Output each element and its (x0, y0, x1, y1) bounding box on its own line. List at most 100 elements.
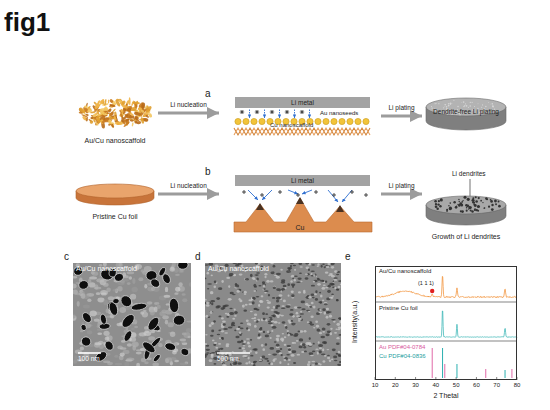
edge-label: Li plating (367, 182, 437, 189)
sem-texture (205, 315, 208, 318)
li-speckle (463, 101, 465, 103)
sem-texture (141, 340, 157, 355)
sem-texture (320, 336, 325, 339)
sem-texture (304, 350, 307, 352)
nucleation-sketch (251, 118, 257, 124)
sem-texture (273, 358, 277, 359)
sem-texture (314, 273, 317, 276)
sem-texture (245, 278, 249, 280)
sem-texture (136, 352, 142, 355)
node-text: Cu PDF#04-0836 (379, 353, 439, 360)
nanoscaffold-texture (97, 112, 103, 116)
sem-texture (73, 314, 76, 319)
sem-texture (322, 308, 326, 311)
sem-texture (319, 309, 321, 311)
sem-texture (205, 299, 207, 301)
tick-label: 60 (466, 382, 486, 389)
sem-texture (81, 293, 86, 299)
sem-texture (138, 277, 143, 281)
dendrite-disc: Growth of Li dendrites (425, 188, 507, 226)
sem-texture (265, 335, 269, 338)
sem-texture (306, 273, 310, 276)
dendrite-dot (448, 205, 450, 207)
sem-texture (236, 328, 240, 330)
sem-texture (268, 354, 271, 356)
sem-texture (142, 312, 148, 318)
sem-texture (338, 318, 341, 320)
sem-texture (242, 291, 244, 292)
dendrite-dot (466, 207, 468, 209)
sem-texture (218, 287, 222, 290)
sem-texture (115, 363, 122, 366)
sem-texture (315, 362, 318, 364)
li-speckle (453, 100, 454, 101)
sem-texture (316, 325, 319, 328)
sem-texture (127, 343, 132, 346)
sem-texture (124, 278, 129, 281)
sem-texture (310, 355, 314, 356)
sem-texture (246, 320, 249, 323)
sem-texture (234, 274, 236, 276)
sem-texture (112, 289, 117, 292)
nucleation-sketch (279, 110, 280, 119)
sem-texture (284, 357, 288, 360)
sem-texture (239, 332, 242, 334)
sem-texture (313, 343, 315, 345)
sem-texture (288, 295, 290, 297)
sem-texture (96, 292, 100, 295)
node-text: Cu nanoscaffold (270, 122, 330, 129)
li-speckle (492, 106, 494, 108)
nucleation-sketch (234, 128, 370, 135)
sem-texture (290, 309, 294, 311)
sem-texture (99, 314, 107, 325)
nanoscaffold-texture (134, 119, 138, 123)
sem-texture (266, 280, 269, 283)
sem-texture (338, 354, 340, 357)
nucleation-sketch (298, 193, 299, 197)
sem-texture (276, 338, 279, 341)
dendrite-dot (453, 201, 456, 204)
sem-texture (324, 266, 326, 268)
sem-texture (218, 316, 221, 318)
sem-texture (327, 323, 331, 326)
sem-texture (338, 334, 341, 336)
dendrite-dot (449, 202, 451, 204)
sem-texture (289, 313, 293, 315)
sem-texture (120, 312, 137, 330)
nucleation-sketch (249, 110, 250, 119)
sem-texture (74, 355, 77, 360)
sem-texture (232, 263, 237, 264)
li-speckle (463, 102, 464, 103)
sem-texture (281, 305, 284, 307)
sem-texture (338, 327, 341, 330)
nucleation-sketch (301, 110, 303, 114)
xrd-plot: Au/Cu nanoscaffold(1 1 1)Pristine Cu foi… (375, 266, 517, 380)
sem-texture (287, 333, 289, 336)
sem-texture (270, 263, 274, 264)
sem-texture (164, 342, 177, 352)
nanoscaffold-texture (120, 113, 124, 118)
sem-texture (264, 273, 267, 276)
sem-texture (328, 285, 331, 288)
sem-texture (319, 350, 322, 353)
sem-texture (267, 331, 270, 334)
sem-texture (320, 280, 324, 282)
sem-texture (239, 347, 242, 349)
sem-texture (271, 330, 273, 332)
sem-texture (251, 318, 255, 320)
sem-texture (280, 348, 282, 350)
sem-texture (178, 282, 182, 287)
sem-texture (318, 344, 323, 347)
dendrite-dot (490, 199, 492, 201)
li-speckle (488, 101, 490, 103)
sem-texture (248, 345, 251, 348)
sem-texture (180, 347, 190, 356)
sem-texture (308, 268, 310, 271)
sem-texture (326, 349, 329, 350)
nucleation-sketch (339, 118, 345, 124)
sem-texture (337, 286, 340, 289)
nanoscaffold-texture (109, 112, 115, 117)
sem-texture (330, 328, 333, 330)
sem-texture (209, 311, 213, 313)
sem-texture (238, 298, 240, 301)
